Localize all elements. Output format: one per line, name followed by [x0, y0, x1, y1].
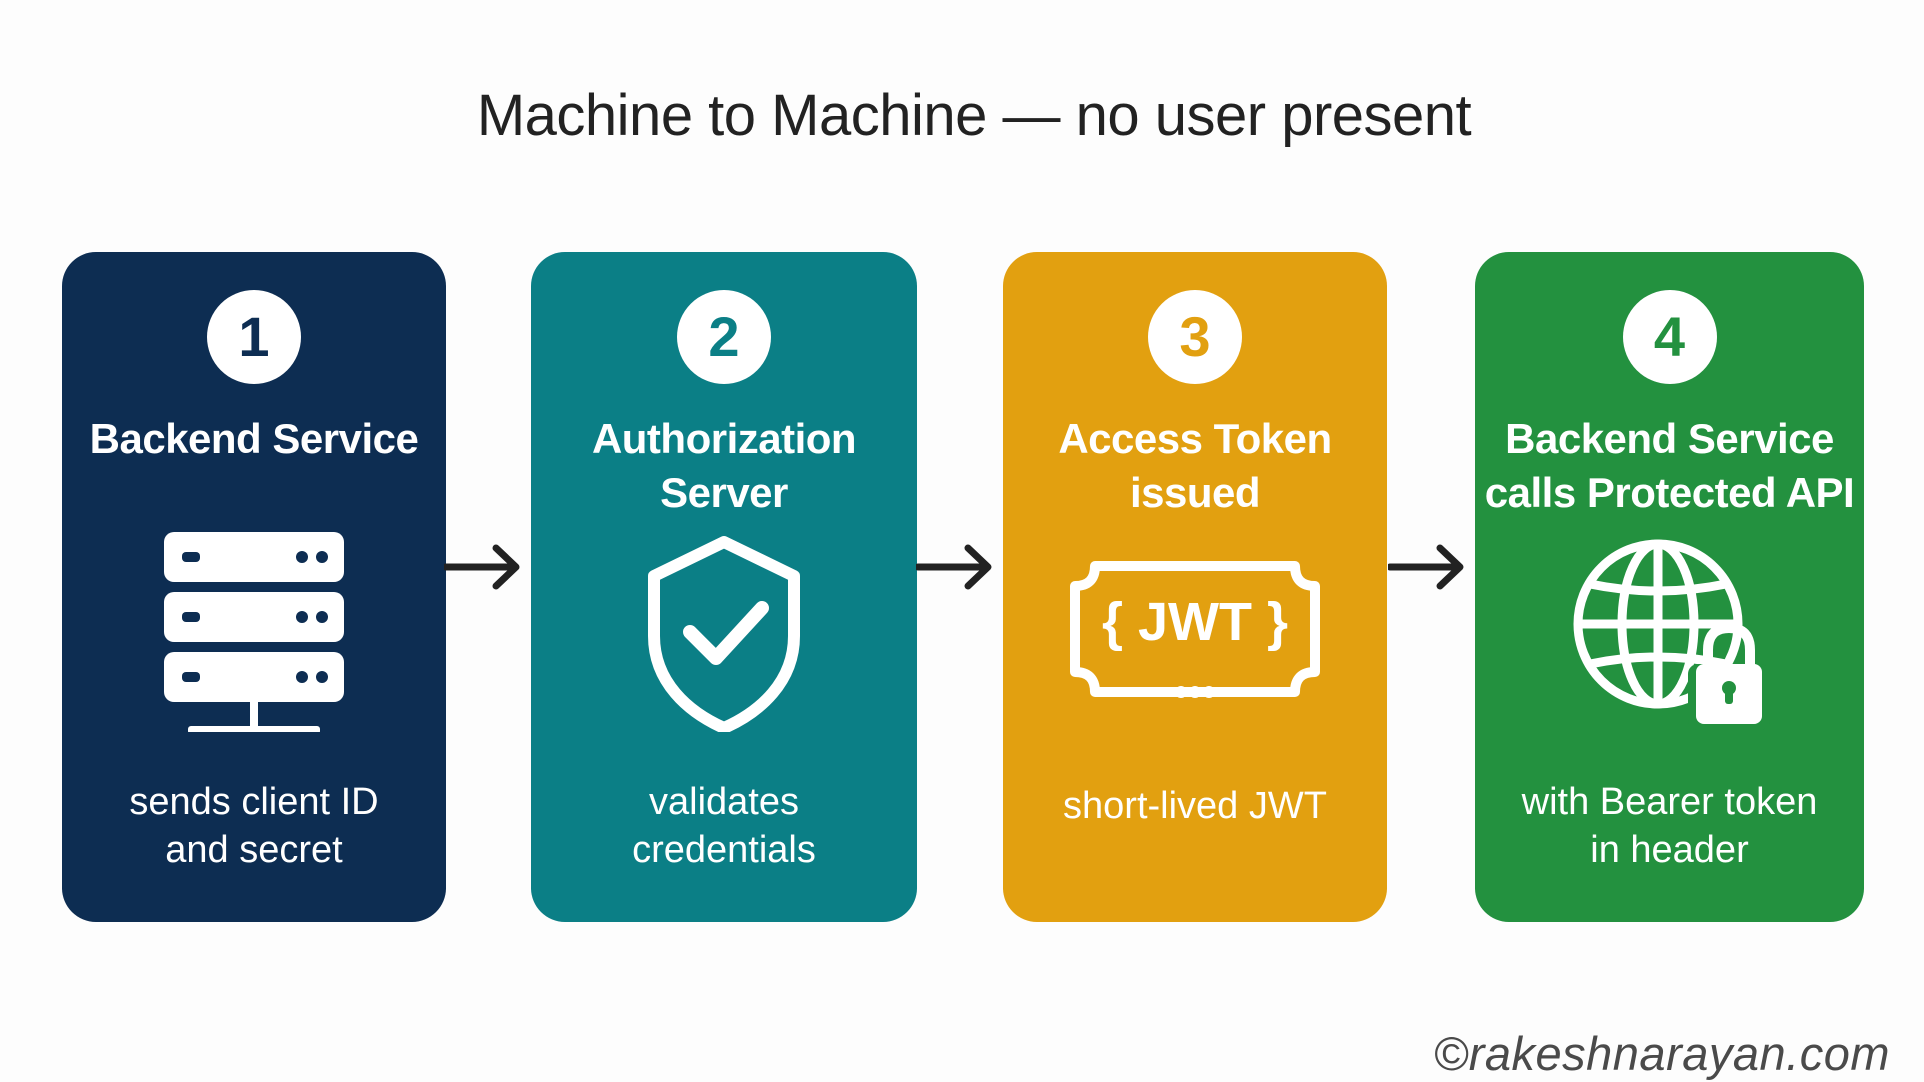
- step-heading: Backend Service calls Protected API: [1475, 412, 1864, 520]
- step-number-badge: 1: [207, 290, 301, 384]
- diagram-title: Machine to Machine — no user present: [476, 83, 1472, 148]
- step-card-2: 2 Authorization Server validates credent…: [531, 252, 917, 922]
- step-heading-line: Server: [660, 469, 788, 516]
- step-heading-line: issued: [1129, 469, 1261, 516]
- step-heading: Access Token issued: [1003, 412, 1387, 520]
- arrow-right-icon: [444, 540, 524, 594]
- step-heading-line: Backend Service: [1505, 415, 1834, 462]
- step-caption: with Bearer token in header: [1475, 778, 1864, 874]
- step-caption-line: and secret: [165, 829, 343, 871]
- server-icon: [154, 532, 354, 732]
- step-number-badge: 4: [1622, 290, 1717, 384]
- step-caption-line: credentials: [632, 829, 816, 871]
- step-heading-line: Backend Service: [89, 415, 419, 462]
- step-caption-line: with Bearer token: [1521, 781, 1818, 823]
- globe-lock-icon: [1570, 532, 1770, 732]
- step-card-4: 4 Backend Service calls Protected API wi…: [1475, 252, 1864, 922]
- step-heading: Authorization Server: [531, 412, 917, 520]
- shield-check-icon: [624, 532, 824, 732]
- jwt-label: { JWT }: [1102, 592, 1288, 652]
- step-caption: sends client ID and secret: [62, 778, 446, 874]
- step-number-badge: 3: [1148, 290, 1242, 384]
- step-heading-line: Access Token: [1058, 415, 1332, 462]
- step-card-3: 3 Access Token issued { JWT } short-live…: [1003, 252, 1387, 922]
- step-caption: validates credentials: [531, 778, 917, 874]
- step-caption-line: validates: [649, 781, 799, 823]
- step-number-badge: 2: [677, 290, 771, 384]
- step-caption-line: in header: [1590, 829, 1749, 871]
- step-card-1: 1 Backend Service: [62, 252, 446, 922]
- step-caption: short-lived JWT: [1003, 782, 1387, 830]
- step-heading: Backend Service: [62, 412, 446, 466]
- step-caption-line: sends client ID: [129, 781, 379, 823]
- step-caption-line: short-lived JWT: [1063, 785, 1327, 827]
- step-heading-line: calls Protected API: [1484, 469, 1855, 516]
- step-heading-line: Authorization: [591, 415, 857, 462]
- copyright-watermark: ©rakeshnarayan.com: [1433, 1027, 1890, 1080]
- arrow-right-icon: [1388, 540, 1468, 594]
- arrow-right-icon: [916, 540, 996, 594]
- jwt-ticket-icon: { JWT }: [1065, 552, 1325, 712]
